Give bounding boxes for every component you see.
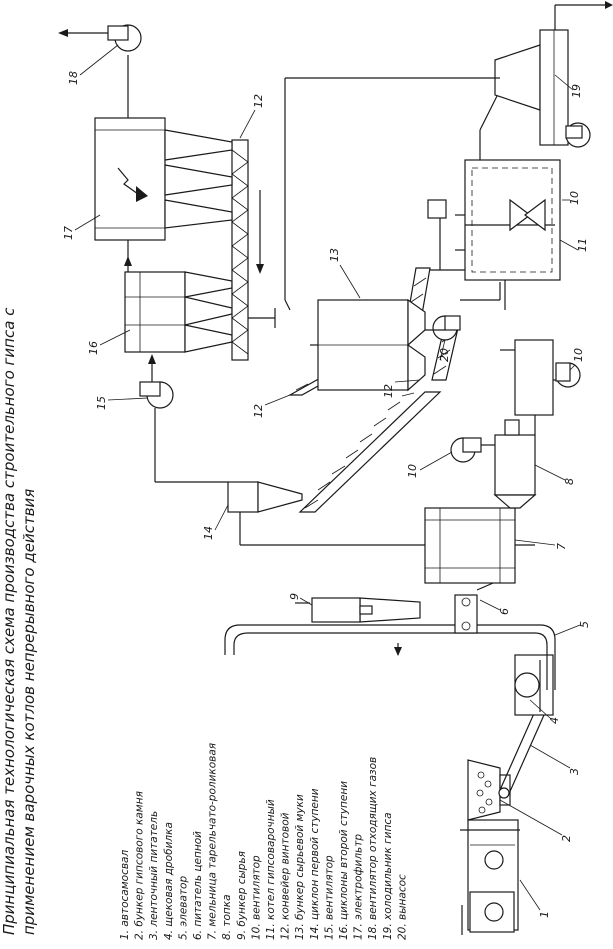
legend-item: 11. котел гипсоварочный	[265, 799, 277, 940]
label-4: 4	[548, 717, 561, 724]
screw-conveyor-12-top	[231, 139, 276, 361]
legend-item: 13. бункер сырьевой муки	[294, 794, 306, 940]
equipment-drawing	[58, 1, 613, 935]
label-16: 16	[87, 341, 100, 355]
label-3: 3	[568, 768, 581, 775]
pump-20	[432, 282, 501, 341]
legend-item: 2. бункер гипсового камня	[134, 791, 146, 940]
legend-item: 8. топка	[221, 894, 233, 940]
screw-conveyor-12-lower	[298, 391, 442, 513]
label-8: 8	[563, 478, 576, 485]
label-12a: 12	[252, 94, 265, 108]
label-20: 20	[438, 348, 451, 362]
label-13: 13	[328, 248, 341, 262]
legend-item: 16. циклоны второй ступени	[338, 781, 350, 940]
electrofilter-17	[94, 55, 233, 272]
elevator-5	[224, 624, 556, 690]
label-19: 19	[570, 84, 583, 98]
leader-lines	[74, 44, 581, 911]
label-2: 2	[560, 835, 573, 842]
legend-item: 9. бункер сырья	[236, 851, 248, 940]
legend-item: 5. элеватор	[177, 876, 189, 940]
boiler-11	[427, 89, 561, 310]
furnace-8	[493, 339, 560, 509]
label-10c: 10	[568, 191, 581, 205]
chain-feeder-6	[454, 579, 501, 634]
label-6: 6	[498, 608, 511, 615]
legend-item: 20. вынасос	[396, 874, 408, 940]
label-15: 15	[95, 396, 108, 410]
cyclones-16	[124, 271, 233, 353]
legend-item: 19. холодильник гипса	[382, 812, 394, 940]
legend-item: 6. питатель цепной	[192, 831, 204, 940]
bunker-9	[295, 597, 421, 623]
label-10a: 10	[406, 464, 419, 478]
label-14: 14	[202, 526, 215, 540]
label-18: 18	[67, 71, 80, 85]
label-1: 1	[538, 911, 551, 918]
roller-mill-7	[424, 507, 535, 584]
fan-15	[139, 354, 228, 483]
fan-10-left	[450, 437, 495, 463]
title-line-2: применением варочных котлов непрерывного…	[20, 489, 38, 935]
legend-item: 7. мельница тарельчато-роликовая	[207, 743, 219, 940]
legend-item: 10. вентилятор	[250, 855, 262, 940]
legend-item: 1. автосамосвал	[119, 850, 131, 940]
legend-item: 15. вентилятор	[323, 855, 335, 940]
label-17: 17	[62, 226, 75, 240]
legend-item: 17. электрофильтр	[353, 834, 365, 940]
fan-10-right	[555, 362, 581, 388]
legend-item: 3. ленточный питатель	[148, 811, 160, 940]
connector-bunker13	[284, 299, 291, 311]
diagram-title: Принципиальная технологическая схема про…	[0, 307, 38, 935]
cyclone-14	[227, 481, 425, 546]
equipment-labels: 1 2 3 4 5 6 7 8 9 10 10 10 11 12 12 12 1…	[62, 71, 591, 918]
cooler-19	[284, 1, 613, 300]
legend-item: 14. циклон первой ступени	[309, 788, 321, 940]
bunker-13	[310, 298, 426, 392]
label-7: 7	[555, 543, 568, 550]
fan-18	[58, 24, 142, 52]
title-line-1: Принципиальная технологическая схема про…	[0, 307, 18, 935]
label-9: 9	[288, 593, 301, 600]
legend-item: 18. вентилятор отходящих газов	[367, 757, 379, 940]
label-11: 11	[576, 238, 589, 252]
legend-item: 4. щековая дробилка	[163, 822, 175, 940]
label-12c: 12	[382, 384, 395, 398]
legend-item: 12. конвейер винтовой	[280, 812, 292, 940]
truck-1	[460, 819, 520, 935]
label-5: 5	[578, 621, 591, 628]
label-12b: 12	[252, 404, 265, 418]
label-10b: 10	[572, 348, 585, 362]
